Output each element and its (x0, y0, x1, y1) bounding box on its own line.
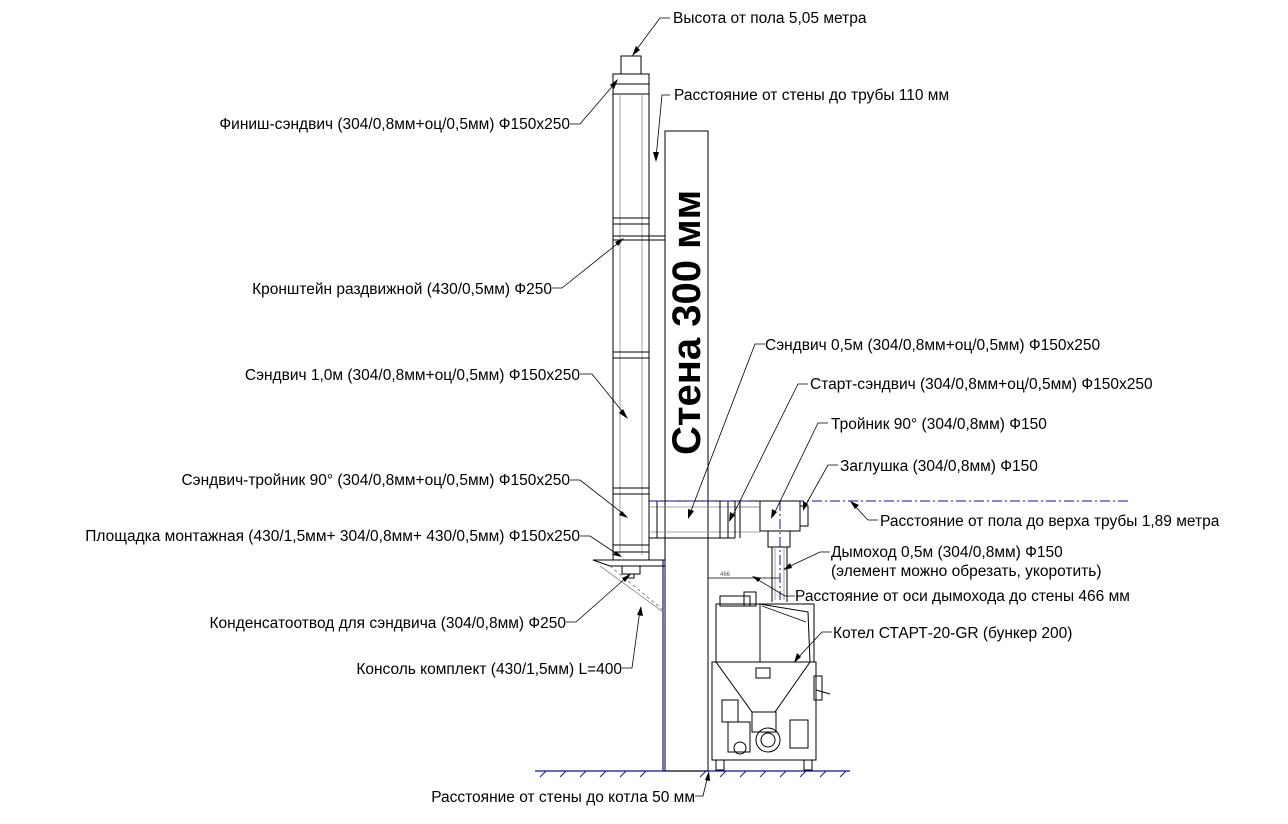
wall-label: Стена 300 мм (665, 190, 709, 455)
label-bracket: Кронштейн раздвижной (430/0,5мм) Ф250 (252, 281, 552, 298)
label-flue-note: (элемент можно обрезать, укоротить) (831, 563, 1102, 580)
label-sandwich-1m: Сэндвич 1,0м (304/0,8мм+оц/0,5мм) Ф150х2… (245, 367, 580, 384)
interior-flue: 466 (650, 500, 1130, 602)
floor-line (535, 770, 850, 778)
label-condensate: Конденсатоотвод для сэндвича (304/0,8мм)… (210, 615, 567, 632)
label-sandwich-05m: Сэндвич 0,5м (304/0,8мм+оц/0,5мм) Ф150х2… (765, 337, 1100, 354)
label-flue-05m: Дымоход 0,5м (304/0,8мм) Ф150 (831, 544, 1063, 561)
label-finish-sandwich: Финиш-сэндвич (304/0,8мм+оц/0,5мм) Ф150х… (219, 116, 570, 133)
wall: Стена 300 мм (662, 130, 709, 772)
leader-lines (552, 17, 878, 797)
finish-cap (620, 55, 642, 75)
boiler-start-20-gr (711, 591, 831, 771)
annotations: Высота от пола 5,05 метра Расстояние от … (85, 10, 1219, 806)
label-start-sandwich: Старт-сэндвич (304/0,8мм+оц/0,5мм) Ф150х… (810, 376, 1153, 393)
label-console: Консоль комплект (430/1,5мм) L=400 (356, 661, 622, 678)
label-plug: Заглушка (304/0,8мм) Ф150 (840, 458, 1038, 475)
label-wall-to-pipe: Расстояние от стены до трубы 110 мм (674, 87, 949, 104)
label-axis-to-wall: Расстояние от оси дымохода до стены 466 … (795, 588, 1130, 605)
label-boiler: Котел СТАРТ-20-GR (бункер 200) (833, 625, 1072, 642)
label-wall-to-boiler: Расстояние от стены до котла 50 мм (431, 789, 695, 806)
label-tee-90: Тройник 90° (304/0,8мм) Ф150 (831, 416, 1047, 433)
label-floor-to-pipe-top: Расстояние от пола до верха трубы 1,89 м… (880, 513, 1220, 530)
svg-text:466: 466 (720, 572, 731, 578)
label-height-from-floor: Высота от пола 5,05 метра (673, 10, 867, 27)
label-mount-platform: Площадка монтажная (430/1,5мм+ 304/0,8мм… (85, 528, 580, 545)
label-sandwich-tee: Сэндвич-тройник 90° (304/0,8мм+оц/0,5мм)… (181, 472, 570, 489)
